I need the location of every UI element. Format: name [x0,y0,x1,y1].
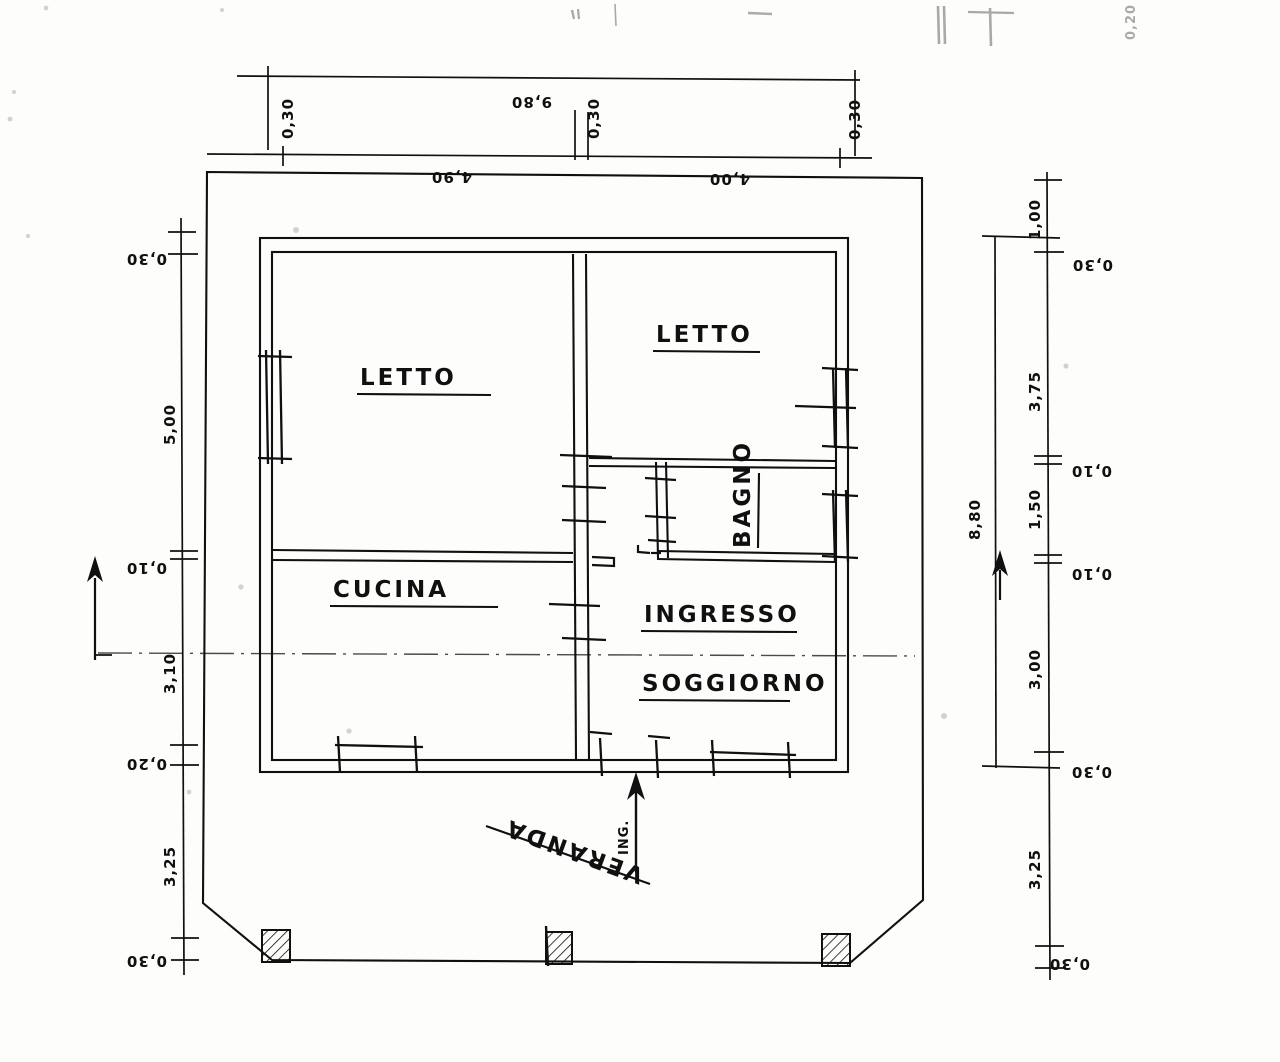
veranda-underline [485,825,651,885]
dim-right-6: 3,00 [1026,649,1044,690]
dim-right-overall: 8,80 [966,499,984,540]
building-exterior-wall [258,236,850,774]
section-arrow-right [992,550,1008,600]
dim-left-4: 0,20 [126,755,167,773]
letto-right-underline [652,349,761,354]
column-center [545,931,573,965]
bagno-text: BAGNO [730,440,756,548]
dim-left-1: 5,00 [161,404,179,445]
wall-openings [257,349,859,779]
scan-artifacts-top [570,3,1015,47]
door-swing-symbols [591,545,661,568]
column-right [821,933,851,967]
dimension-chain-top [206,66,873,168]
dimension-labels-top: 9,80 0,30 4,90 0,30 4,00 0,30 [279,93,864,188]
dim-right-8: 3,25 [1026,849,1044,890]
dim-top-overall: 9,80 [511,93,552,111]
dim-right-3: 0,10 [1071,462,1112,480]
room-label-ingresso: INGRESSO [640,602,800,634]
dim-top-1: 4,90 [431,168,472,186]
dim-right-5: 0,10 [1071,565,1112,583]
dim-left-6: 0,30 [126,952,167,970]
room-label-soggiorno: SOGGIORNO [638,671,828,703]
bagno-underline [756,472,761,549]
dim-top-4: 0,30 [846,99,864,140]
interior-walls [272,253,836,761]
cucina-text: CUCINA [333,577,449,603]
dimension-labels-left: 0,30 5,00 0,10 3,10 0,20 3,25 0,30 [126,250,179,970]
section-arrow-left [87,556,112,660]
ingresso-text: INGRESSO [644,602,800,628]
dim-top-2: 0,30 [585,98,603,139]
column-left [261,929,291,963]
soggiorno-underline [638,698,791,703]
dim-right-9: 0,30 [1049,955,1090,973]
entrance-arrow [627,772,645,872]
soggiorno-text: SOGGIORNO [642,671,828,697]
dim-right-4: 1,50 [1026,489,1044,530]
letto-left-underline [356,392,492,397]
room-label-bagno: BAGNO [730,440,761,549]
room-label-letto-left: LETTO [356,365,492,397]
entrance-arrow-label: ING. [617,820,632,855]
section-line-horizontal [97,652,916,657]
room-label-cucina: CUCINA [329,577,499,609]
corner-mark-label: 0,20 [1124,4,1139,40]
ingresso-underline [640,629,798,634]
cucina-underline [329,604,499,609]
dim-right-1: 0,30 [1072,256,1113,274]
dim-left-3: 3,10 [161,653,179,694]
dim-right-7: 0,30 [1071,763,1112,781]
dim-left-2: 0,10 [126,559,167,577]
room-label-letto-right: LETTO [652,322,761,354]
dim-right-0: 1,00 [1026,199,1044,240]
dim-top-0: 0,30 [279,98,297,139]
dim-right-2: 3,75 [1026,371,1044,412]
speck-artifacts [7,5,1069,795]
letto-left-text: LETTO [360,365,457,391]
dim-left-5: 3,25 [161,846,179,887]
dim-left-0: 0,30 [126,250,167,268]
dimension-chain-right [981,171,1064,981]
dimension-labels-right: 1,00 0,30 3,75 0,10 1,50 0,10 3,00 0,30 … [966,199,1113,973]
veranda-columns [261,925,851,967]
dimension-chain-left [168,217,199,976]
letto-right-text: LETTO [656,322,753,348]
dim-top-3: 4,00 [709,170,750,188]
